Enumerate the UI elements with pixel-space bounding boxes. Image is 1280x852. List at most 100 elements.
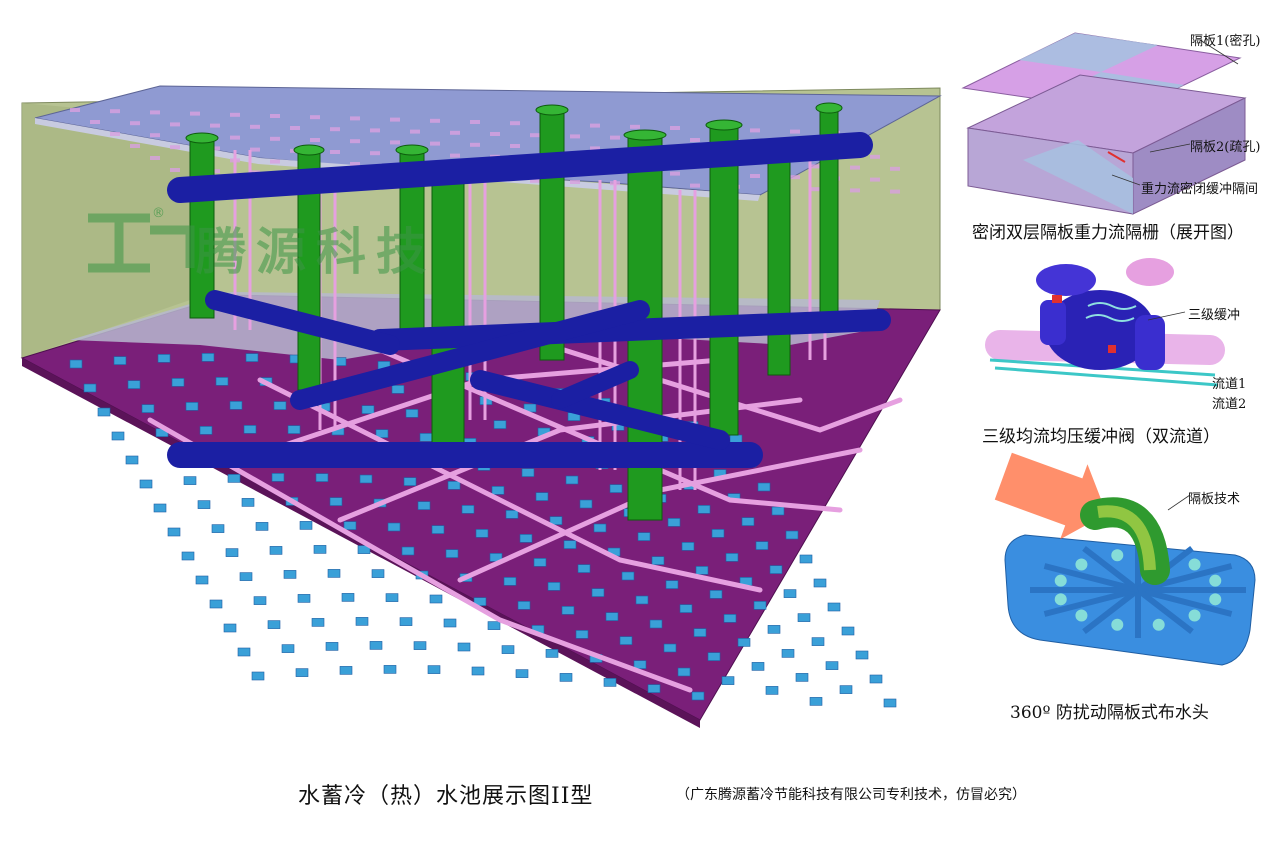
floor-diffuser [327, 569, 341, 578]
top-diffuser [270, 114, 280, 118]
fin [1043, 587, 1139, 617]
floor-diffuser [385, 593, 399, 602]
floor-diffuser [361, 405, 375, 414]
top-diffuser [810, 187, 820, 192]
top-diffuser [250, 147, 260, 152]
floor-diffuser [183, 476, 197, 485]
floor-diffuser [405, 409, 419, 418]
floor-diffuser [111, 431, 125, 441]
floor-diffuser [579, 499, 593, 509]
logo-mark-icon [88, 213, 195, 273]
top-diffuser [350, 139, 360, 144]
floor-diffuser [609, 484, 623, 493]
floor-diffuser [505, 510, 519, 519]
top-diffuser [330, 150, 340, 154]
label-stage: 三级缓冲 [1188, 308, 1241, 323]
top-diffuser [870, 177, 880, 182]
floor-diffuser [341, 593, 355, 602]
column-cap [293, 144, 325, 156]
floor-diffuser [559, 673, 573, 682]
support-column [767, 144, 791, 376]
floor-diffuser [563, 540, 577, 549]
floor-diffuser [695, 566, 709, 575]
floor-diffuser [297, 594, 311, 603]
floor-diffuser [547, 582, 561, 591]
top-diffuser [250, 124, 260, 129]
top-diffuser [530, 133, 540, 138]
top-diffuser [210, 146, 220, 151]
top-diffuser [570, 134, 580, 139]
top-diffuser [310, 115, 320, 120]
floor-diffuser [697, 505, 711, 514]
floor-diffuser [593, 523, 607, 533]
floor-diffuser [757, 482, 771, 492]
top-diffuser [310, 138, 320, 142]
floor-diffuser [445, 549, 459, 558]
floor-diffuser [663, 643, 677, 653]
floor-diffuser [681, 542, 695, 551]
floor-diffuser [113, 356, 127, 365]
floor-diffuser [635, 595, 649, 605]
floor-diffuser [723, 614, 737, 623]
floor-diffuser [475, 529, 489, 538]
label-plate1: 隔板1(密孔) [1190, 34, 1261, 49]
floor-diffuser [127, 380, 141, 389]
top-diffuser [450, 153, 460, 158]
floor-diffuser [215, 377, 229, 386]
floor-diffuser [619, 636, 633, 645]
flow-arrow [1188, 609, 1201, 622]
floor-diffuser [229, 401, 243, 410]
floor-diffuser [269, 546, 283, 555]
floor-diffuser [413, 641, 427, 650]
floor-diffuser [487, 621, 501, 630]
floor-diffuser [721, 676, 735, 685]
fin [1137, 587, 1233, 617]
floor-diffuser [125, 455, 139, 465]
floor-diffuser [841, 626, 855, 636]
floor-diffuser [691, 691, 705, 701]
floor-diffuser [283, 570, 297, 579]
top-diffuser [190, 111, 200, 116]
floor-diffuser [621, 571, 635, 581]
floor-diffuser [605, 612, 619, 621]
floor-diffuser [211, 524, 225, 533]
floor-diffuser [315, 473, 329, 482]
top-diffuser [510, 121, 520, 126]
floor-diffuser [651, 556, 665, 565]
floor-diffuser [565, 475, 579, 485]
fin [1082, 546, 1140, 593]
flow-arrow [1075, 558, 1088, 571]
floor-diffuser [869, 674, 883, 684]
floor-diffuser [369, 641, 383, 650]
floor-diffuser [223, 623, 237, 633]
label-tech: 隔板技术 [1188, 492, 1241, 507]
floor-diffuser [473, 597, 487, 606]
floor-diffuser [677, 667, 691, 677]
floor-diffuser [883, 698, 897, 708]
top-diffuser [890, 189, 900, 194]
floor-diffuser [141, 404, 155, 413]
floor-diffuser [387, 522, 401, 532]
floor-diffuser [781, 649, 795, 658]
floor-diffuser [343, 521, 357, 530]
floor-diffuser [295, 668, 309, 677]
inlet-arrow [994, 452, 1107, 540]
flow-arrow [1188, 558, 1201, 571]
floor-diffuser [253, 596, 267, 605]
floor-diffuser [561, 606, 575, 615]
floor-diffuser [575, 630, 589, 639]
floor-diffuser [281, 644, 295, 653]
flow-arrow [1111, 549, 1124, 562]
floor-diffuser [195, 575, 209, 585]
floor-diffuser [799, 554, 813, 564]
floor-diffuser [515, 669, 529, 678]
top-diffuser [270, 159, 280, 164]
top-diffuser [630, 124, 640, 129]
flow-arrow [1111, 618, 1124, 631]
floor-diffuser [357, 545, 371, 554]
floor-diffuser [375, 429, 389, 438]
floor-diffuser [355, 617, 369, 626]
top-diffuser [130, 144, 140, 148]
floor-diffuser [139, 479, 153, 489]
